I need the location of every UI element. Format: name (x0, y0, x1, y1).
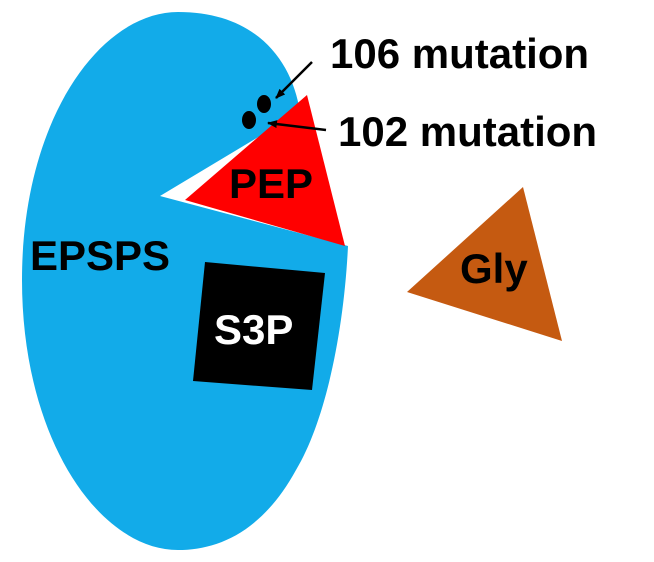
glyphosate-triangle (407, 187, 562, 341)
pep-substrate-triangle (185, 95, 345, 246)
mutation-102-dot (242, 111, 256, 129)
mutation-102-arrow (267, 120, 327, 132)
epsps-enzyme-shape (22, 12, 348, 550)
pep-label: PEP (229, 160, 313, 207)
s3p-square (193, 262, 325, 390)
gly-label: Gly (460, 245, 528, 292)
mutation-106-dot (257, 95, 271, 113)
mutation-106-arrow (275, 61, 313, 99)
mutation-102-label: 102 mutation (338, 108, 597, 155)
mutation-106-label: 106 mutation (330, 30, 589, 77)
epsps-label: EPSPS (30, 232, 170, 279)
s3p-label: S3P (214, 306, 293, 353)
